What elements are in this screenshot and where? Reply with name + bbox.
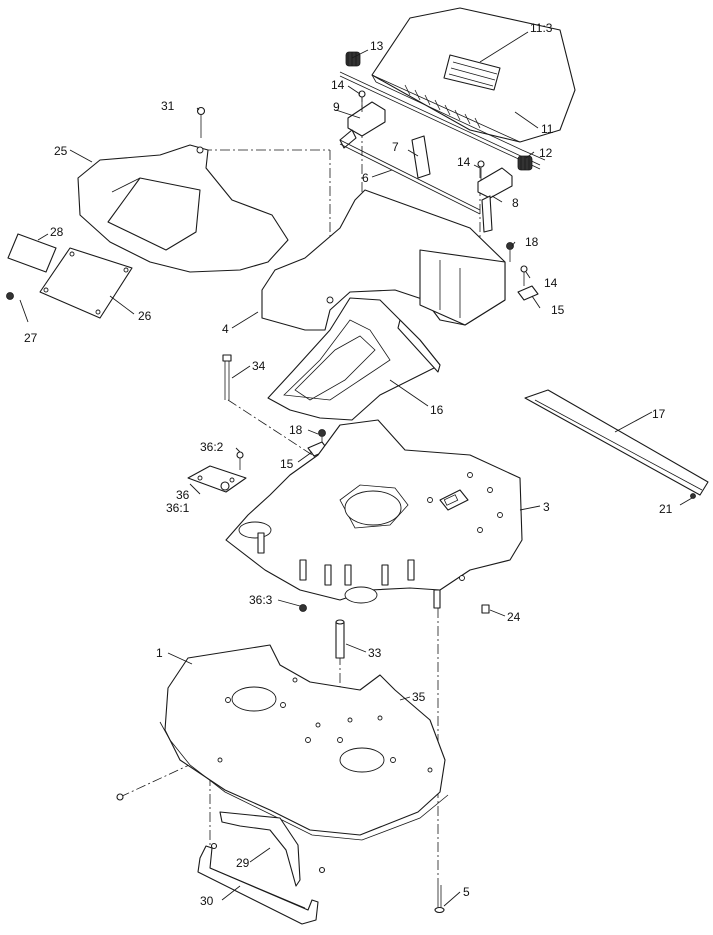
part-1-deck <box>159 644 449 841</box>
leader-lines <box>19 31 693 907</box>
part-12-spring <box>517 155 533 171</box>
callout-17: 17 <box>652 407 666 421</box>
part-26-plate <box>39 247 133 319</box>
callout-15-middle: 15 <box>280 457 294 471</box>
callout-36: 36 <box>176 488 190 502</box>
callout-34: 34 <box>252 359 266 373</box>
callout-33: 33 <box>368 646 382 660</box>
callout-27: 27 <box>24 331 38 345</box>
bolt-14-upper-right <box>477 160 485 180</box>
bolt-18-upper <box>506 242 514 262</box>
callout-8: 8 <box>512 196 519 210</box>
decal-11-3 <box>443 54 501 91</box>
callout-31: 31 <box>161 99 175 113</box>
part-24-stud <box>481 604 490 614</box>
hood-vents <box>404 84 481 129</box>
callout-26: 26 <box>138 309 152 323</box>
callout-29: 29 <box>236 856 250 870</box>
screw-30-right <box>318 866 326 874</box>
part-6-rod <box>339 139 481 215</box>
callout-21: 21 <box>659 502 673 516</box>
part-9-bracket <box>339 101 386 149</box>
part-8-bracket <box>477 167 513 233</box>
part-28-decal <box>7 233 57 273</box>
part-21-screw <box>690 493 696 499</box>
callout-13: 13 <box>370 39 384 53</box>
callout-7: 7 <box>392 140 399 154</box>
bolt-14-right <box>520 265 528 286</box>
deck-holes <box>217 677 433 773</box>
screw-30-left <box>210 842 218 850</box>
part-15-clip-upper <box>517 285 539 301</box>
callout-15-upper: 15 <box>551 303 565 317</box>
part-11-hood-panel <box>371 7 576 161</box>
hinge-rod <box>339 71 541 170</box>
part-29-baffle <box>219 811 301 887</box>
callout-12: 12 <box>539 146 553 160</box>
part-13-spring <box>345 51 361 67</box>
part-25-cover <box>77 144 289 273</box>
bolt-14-upper-left <box>358 90 366 112</box>
callout-16: 16 <box>430 403 444 417</box>
callout-18-upper: 18 <box>525 235 539 249</box>
frame-holes <box>427 472 503 581</box>
callout-14-upper-left: 14 <box>331 78 345 92</box>
callout-5: 5 <box>463 885 470 899</box>
part-30-bracket <box>197 845 319 925</box>
callout-36-3: 36:3 <box>249 593 273 607</box>
frame-posts <box>257 532 415 586</box>
callout-11: 11 <box>541 122 554 136</box>
callout-9: 9 <box>333 100 340 114</box>
part-36-bracket <box>187 465 247 493</box>
callout-1: 1 <box>156 646 163 660</box>
callout-36-2: 36:2 <box>200 440 224 454</box>
callout-18-middle: 18 <box>289 423 303 437</box>
callout-36-1: 36:1 <box>166 501 190 515</box>
bolt-deck-left <box>116 793 124 801</box>
part-17-rail <box>524 389 709 496</box>
bolt-5 <box>434 885 445 914</box>
part-3-frame <box>225 419 523 609</box>
screw-36-2 <box>236 451 244 470</box>
part-27-screw <box>6 292 14 300</box>
callout-11-3: 11:3 <box>530 21 553 35</box>
callout-3: 3 <box>543 500 550 514</box>
callout-6: 6 <box>362 171 369 185</box>
part-7-plate <box>411 135 431 179</box>
callout-labels: 1 3 4 5 6 7 8 9 11 11:3 12 13 14 14 14 1… <box>24 21 673 908</box>
callout-25: 25 <box>54 144 68 158</box>
callout-4: 4 <box>222 322 229 336</box>
callout-30: 30 <box>200 894 214 908</box>
bolt-34 <box>222 354 232 400</box>
callout-35: 35 <box>412 690 426 704</box>
bolt-31 <box>196 106 206 138</box>
part-33-spacer <box>335 619 345 659</box>
callout-24: 24 <box>507 610 521 624</box>
callout-14-upper-right: 14 <box>457 155 471 169</box>
part-4-console <box>261 189 506 331</box>
callout-28: 28 <box>50 225 64 239</box>
part-16-foot-plate <box>267 297 441 421</box>
callout-14-right: 14 <box>544 276 558 290</box>
nut-36-3 <box>299 604 307 612</box>
